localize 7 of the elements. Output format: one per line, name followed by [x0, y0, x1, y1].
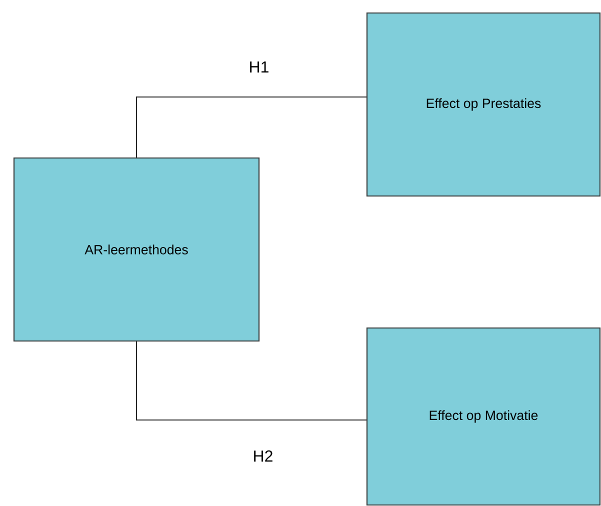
process-box: AR-leermethodes: [13, 157, 260, 342]
process-box: Effect op Prestaties: [366, 12, 601, 197]
edge-label: H1: [250, 62, 268, 72]
edge-label: H2: [254, 450, 272, 462]
connector-line: [136, 96, 366, 158]
connector-line: [136, 342, 366, 421]
process-box: Effect op Motivatie: [366, 327, 601, 506]
